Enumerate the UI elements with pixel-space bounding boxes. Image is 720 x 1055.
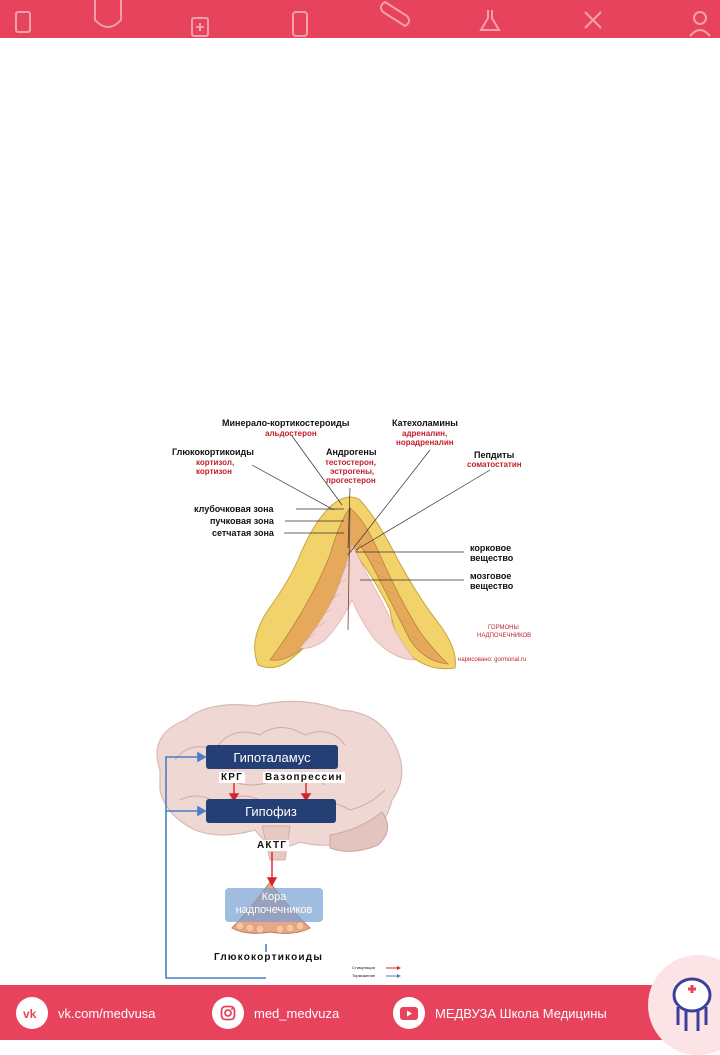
label-adrenaline: адреналин, bbox=[402, 429, 448, 438]
label-estrogens: эстрогены, bbox=[330, 467, 375, 476]
label-medulla-1: мозговое bbox=[470, 571, 512, 581]
label-androgens: Андрогены bbox=[326, 447, 377, 457]
label-progesterone: прогестерон bbox=[326, 476, 376, 485]
label-noradrenaline: норадреналин bbox=[396, 438, 454, 447]
vk-link-text: vk.com/medvusa bbox=[58, 1005, 156, 1021]
label-cortex-1: корковое bbox=[470, 543, 512, 553]
pituitary-box: Гипофиз bbox=[206, 799, 336, 823]
youtube-icon bbox=[393, 997, 425, 1029]
instagram-link-text: med_medvuza bbox=[254, 1005, 340, 1021]
label-mineralocorticoids: Минерало-кортикостероиды bbox=[222, 418, 350, 428]
youtube-link-text: МЕДВУЗА Школа Медицины bbox=[435, 1005, 607, 1021]
label-zona-fasciculata: пучковая зона bbox=[210, 516, 274, 526]
instagram-icon bbox=[212, 997, 244, 1029]
decorative-medical-icons bbox=[15, 0, 711, 37]
hypothalamus-box: Гипоталамус bbox=[206, 745, 338, 769]
adrenal-cortex-line-2: надпочечников bbox=[235, 904, 313, 916]
label-glucocorticoids: Глюкокортикоиды bbox=[172, 447, 254, 457]
label-testosterone: тестостерон, bbox=[325, 458, 376, 467]
label-catecholamines: Катехоламины bbox=[392, 418, 458, 428]
mascot-badge bbox=[648, 955, 720, 1055]
label-somatostatin: соматостатин bbox=[467, 460, 522, 469]
acth-label: АКТГ bbox=[255, 840, 290, 851]
legend-stimulation: Стимуляция bbox=[352, 965, 375, 970]
label-zona-reticularis: сетчатая зона bbox=[212, 528, 274, 538]
label-cortisone: кортизон bbox=[196, 467, 232, 476]
svg-text:vk: vk bbox=[23, 1007, 37, 1019]
glucocorticoids-label: Глюкокортикоиды bbox=[212, 952, 326, 963]
adrenal-cortex-line-1: Кора bbox=[261, 891, 287, 903]
label-aldosterone: альдостерон bbox=[265, 429, 317, 438]
octopus-doctor-icon bbox=[672, 977, 712, 1031]
adrenal-cortex-box: Кора надпочечников bbox=[225, 888, 323, 922]
label-medulla-2: вещество bbox=[470, 581, 514, 591]
footer-bar: vk vk.com/medvusa med_medvuza МЕДВУЗА Шк… bbox=[0, 985, 720, 1040]
caption-line-2: НАДПОЧЕЧНИКОВ bbox=[477, 633, 532, 639]
label-cortex-2: вещество bbox=[470, 553, 514, 563]
label-cortisol: кортизол, bbox=[196, 458, 235, 467]
vasopressin-label: Вазопрессин bbox=[263, 772, 345, 783]
crh-label: КРГ bbox=[219, 772, 246, 783]
legend-inhibition: Торможение bbox=[352, 973, 376, 978]
header-banner bbox=[0, 0, 720, 38]
footer-youtube-link[interactable]: МЕДВУЗА Школа Медицины bbox=[393, 997, 607, 1029]
footer-instagram-link[interactable]: med_medvuza bbox=[212, 997, 339, 1029]
caption-line-1: ГОРМОНЫ bbox=[488, 625, 519, 631]
footer-vk-link[interactable]: vk vk.com/medvusa bbox=[16, 997, 156, 1029]
label-zona-glomerulosa: клубочковая зона bbox=[194, 504, 274, 514]
credit-text: нарисовано: gormonal.ru bbox=[458, 657, 527, 663]
label-peptides: Пепдиты bbox=[474, 450, 515, 460]
vk-icon: vk bbox=[16, 997, 48, 1029]
